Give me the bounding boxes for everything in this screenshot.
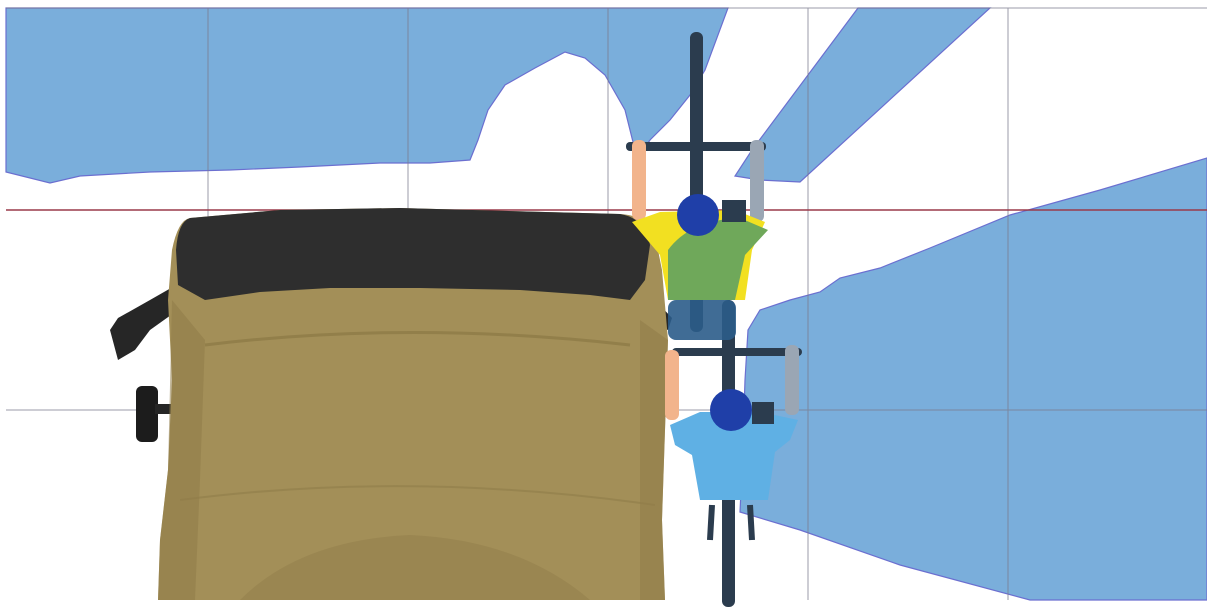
rider-front-shorts [668,300,736,340]
bicycle-front-handlebar [626,142,766,151]
truck-roof [176,208,650,300]
rider-front-arm-left [632,140,646,220]
rider-front-backpack [722,200,746,222]
rider-front-arm-right [750,140,764,222]
truck [110,208,672,600]
truck-mirror-left [136,386,158,442]
bicycle-rear-handlebar [672,348,802,356]
rider-rear-arm-left [665,350,679,420]
rider-front-helmet [677,194,719,236]
rider-rear-backpack [752,402,774,424]
rider-rear-arm-right [785,345,799,415]
rider-rear-helmet [710,389,752,431]
